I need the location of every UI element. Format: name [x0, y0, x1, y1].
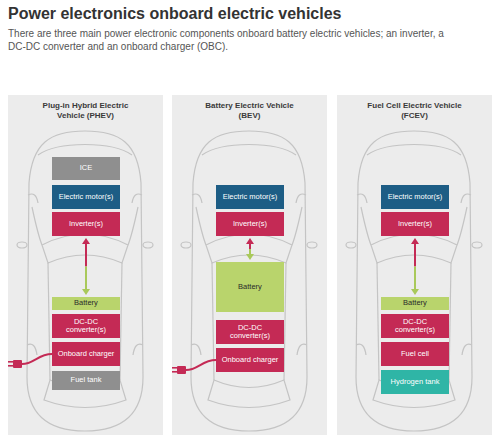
power-flow-arrow	[82, 238, 90, 295]
arrow-head	[411, 289, 419, 295]
component-box: Battery	[381, 297, 449, 310]
box-label: Fuel cell	[401, 350, 429, 358]
box-label: Electric motor(s)	[223, 193, 278, 201]
component-box: Inverter(s)	[52, 212, 120, 236]
box-label: Hydrogen tank	[391, 378, 440, 386]
component-box: Electric motor(s)	[381, 185, 449, 209]
box-label: Inverter(s)	[233, 220, 267, 228]
component-box: Battery	[216, 262, 284, 312]
vehicle-panel: Battery Electric Vehicle (BEV) Electric m…	[172, 95, 327, 435]
component-box: Hydrogen tank	[381, 370, 449, 394]
page-title: Power electronics onboard electric vehic…	[8, 5, 341, 23]
component-box: ICE	[52, 157, 120, 180]
arrow-head	[246, 238, 254, 244]
charging-cable	[22, 354, 216, 370]
component-box: Inverter(s)	[381, 212, 449, 236]
component-box: Electric motor(s)	[52, 185, 120, 209]
box-label: Battery	[74, 299, 98, 307]
power-flow-arrow	[411, 238, 419, 295]
panel-heading: Battery Electric Vehicle (BEV)	[172, 95, 327, 120]
box-label: Electric motor(s)	[59, 193, 114, 201]
box-label: Electric motor(s)	[388, 193, 443, 201]
panel-heading: Fuel Cell Electric Vehicle (FCEV)	[337, 95, 492, 120]
box-label: ICE	[80, 164, 93, 172]
charging-plug	[8, 360, 186, 374]
box-label: Onboard charger	[58, 350, 115, 358]
power-flow-arrow	[246, 238, 254, 260]
box-label: Battery	[403, 299, 427, 307]
component-box: DC-DC converter(s)	[216, 320, 284, 344]
component-box: Onboard charger	[216, 348, 284, 372]
car-outline	[17, 131, 153, 431]
connector-line	[414, 243, 416, 267]
box-label: Onboard charger	[222, 356, 279, 364]
arrow-head	[82, 238, 90, 244]
box-label: DC-DC converter(s)	[385, 318, 445, 335]
intro-text: There are three main power electronic co…	[8, 28, 448, 53]
box-label: DC-DC converter(s)	[56, 318, 116, 335]
arrow-head	[82, 289, 90, 295]
car-outline	[346, 131, 482, 431]
component-box: Onboard charger	[52, 342, 120, 366]
connector-line	[85, 267, 87, 291]
arrow-head	[246, 254, 254, 260]
arrow-head	[411, 238, 419, 244]
box-label: Fuel tank	[71, 376, 102, 384]
car-outline	[181, 131, 317, 431]
box-label: Battery	[238, 283, 262, 291]
box-label: Inverter(s)	[398, 220, 432, 228]
component-box: Fuel cell	[381, 342, 449, 366]
component-box: Fuel tank	[52, 371, 120, 390]
component-box: Electric motor(s)	[216, 185, 284, 209]
component-box: DC-DC converter(s)	[381, 314, 449, 338]
component-box: Battery	[52, 297, 120, 310]
component-box: Inverter(s)	[216, 212, 284, 236]
connector-line	[85, 243, 87, 267]
box-label: Inverter(s)	[69, 220, 103, 228]
panel-heading: Plug-in Hybrid Electric Vehicle (PHEV)	[8, 95, 163, 120]
box-label: DC-DC converter(s)	[220, 324, 280, 341]
component-box: DC-DC converter(s)	[52, 314, 120, 338]
connector-line	[414, 267, 416, 291]
